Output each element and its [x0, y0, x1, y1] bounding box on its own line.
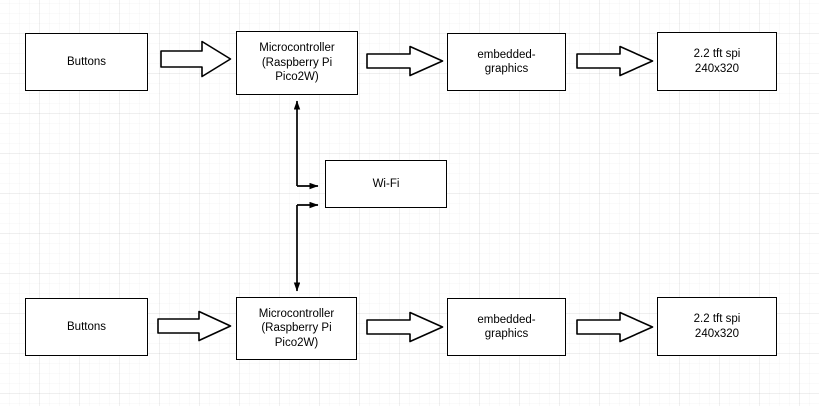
node-microcontroller-top-label: Microcontroller (Raspberry Pi Pico2W) — [259, 42, 335, 84]
block-arrow-mcu-to-graphics-bottom[interactable] — [366, 311, 444, 343]
block-arrow-graphics-to-display-bottom[interactable] — [576, 311, 654, 343]
block-arrow-mcu-to-graphics-top[interactable] — [366, 45, 444, 77]
node-microcontroller-top[interactable]: Microcontroller (Raspberry Pi Pico2W) — [236, 31, 358, 95]
block-arrow-buttons-to-mcu-top[interactable] — [160, 40, 232, 78]
node-embedded-graphics-top-label: embedded- graphics — [477, 48, 536, 76]
node-display-bottom-label: 2.2 tft spi 240x320 — [693, 313, 741, 340]
node-display-top-label: 2.2 tft spi 240x320 — [693, 48, 741, 75]
node-buttons-bottom[interactable]: Buttons — [25, 298, 148, 356]
node-embedded-graphics-top[interactable]: embedded- graphics — [447, 33, 566, 91]
node-wifi-label: Wi-Fi — [372, 177, 400, 190]
node-buttons-bottom-label: Buttons — [67, 320, 106, 333]
block-arrow-buttons-to-mcu-bottom[interactable] — [157, 310, 232, 342]
node-wifi[interactable]: Wi-Fi — [325, 160, 447, 208]
node-microcontroller-bottom-label: Microcontroller (Raspberry Pi Pico2W) — [258, 307, 335, 349]
node-embedded-graphics-bottom[interactable]: embedded- graphics — [447, 298, 566, 356]
node-display-top[interactable]: 2.2 tft spi 240x320 — [657, 32, 777, 91]
node-microcontroller-bottom[interactable]: Microcontroller (Raspberry Pi Pico2W) — [236, 297, 357, 360]
node-buttons-top-label: Buttons — [67, 55, 106, 68]
node-buttons-top[interactable]: Buttons — [25, 33, 148, 91]
node-embedded-graphics-bottom-label: embedded- graphics — [477, 313, 536, 341]
node-display-bottom[interactable]: 2.2 tft spi 240x320 — [657, 297, 777, 356]
block-arrow-graphics-to-display-top[interactable] — [576, 45, 654, 77]
